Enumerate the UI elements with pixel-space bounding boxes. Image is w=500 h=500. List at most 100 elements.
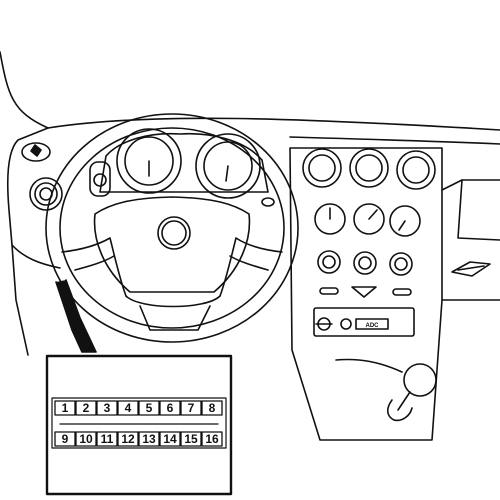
connector-pin-number: 2 xyxy=(83,401,90,415)
connector-pin-number: 6 xyxy=(167,401,174,415)
connector-pin-box xyxy=(159,431,181,447)
center-vent-3-inner xyxy=(402,156,430,184)
climate-knob-3-inner xyxy=(394,257,408,271)
console-button-left xyxy=(319,287,339,295)
left-dash-vent-knob xyxy=(30,144,42,157)
gear-shaft xyxy=(397,391,411,411)
connector-pin-box xyxy=(96,400,118,416)
cluster-small-gauge xyxy=(89,161,111,197)
left-dash-vent xyxy=(21,142,51,162)
speedometer xyxy=(116,128,182,194)
connector-pin-box xyxy=(138,431,160,447)
speedometer-dial xyxy=(124,136,174,186)
connector-pin-number: 7 xyxy=(188,401,195,415)
aux-gauge-2-needle xyxy=(368,209,378,220)
connector-outline xyxy=(51,397,227,449)
connector-pin-number: 3 xyxy=(104,401,111,415)
connector-pin-number: 9 xyxy=(62,432,69,446)
dashboard-top-edge-inner xyxy=(289,136,500,145)
dashboard-left-lower xyxy=(11,244,29,356)
connector-pin-box xyxy=(75,431,97,447)
gear-tunnel xyxy=(335,358,403,373)
tachometer xyxy=(195,133,261,199)
connector-pin-number: 10 xyxy=(79,432,93,446)
steering-hub xyxy=(93,196,251,293)
hazard-button xyxy=(351,286,377,298)
connector-pin-number: 5 xyxy=(146,401,153,415)
radio-unit xyxy=(313,307,415,337)
horn-emblem-inner xyxy=(161,220,187,246)
connector-pin-number: 4 xyxy=(125,401,132,415)
spoke-right-detail xyxy=(229,255,269,271)
center-vent-3 xyxy=(396,150,436,190)
connector-pin-number: 1 xyxy=(62,401,69,415)
connector-pin-box xyxy=(117,400,139,416)
connector-pin-number: 16 xyxy=(205,432,219,446)
center-console-frame xyxy=(289,147,443,441)
climate-knob-2 xyxy=(353,251,377,275)
connector-pin-box xyxy=(159,400,181,416)
connector-pin-box xyxy=(201,400,223,416)
climate-knob-1 xyxy=(317,250,341,274)
aux-gauge-3-needle xyxy=(398,220,406,231)
center-vent-1 xyxy=(302,148,342,188)
connector-pin-number: 13 xyxy=(142,432,156,446)
connector-pin-number: 14 xyxy=(163,432,177,446)
aux-gauge-3 xyxy=(389,205,421,237)
gear-knob xyxy=(403,363,437,397)
center-vent-2-inner xyxy=(355,154,383,182)
left-round-vent-inner xyxy=(34,182,58,206)
right-vent xyxy=(457,179,500,241)
radio-label: ADC xyxy=(366,323,380,329)
spoke-right xyxy=(219,237,283,297)
connector-pin-number: 15 xyxy=(184,432,198,446)
spoke-left xyxy=(61,237,127,297)
connector-pin-box xyxy=(201,431,223,447)
connector-pin-number: 8 xyxy=(209,401,216,415)
tachometer-dial xyxy=(203,141,253,191)
dashboard-top-edge xyxy=(47,117,500,131)
pins-bottom-row: 9 10 11 12 13 14 15 16 xyxy=(54,431,223,447)
connector-box xyxy=(45,354,233,496)
center-vent-1-inner xyxy=(308,154,336,182)
center-vent-2 xyxy=(349,148,389,188)
connector-pin-box xyxy=(54,431,76,447)
climate-knob-1-inner xyxy=(322,255,336,269)
aux-gauge-2 xyxy=(353,203,385,235)
connector-pin-box xyxy=(54,400,76,416)
cluster-right-button xyxy=(261,197,275,207)
connector-pin-box xyxy=(117,431,139,447)
left-round-vent xyxy=(29,177,63,211)
connector-pin-box xyxy=(180,400,202,416)
spoke-left-detail xyxy=(74,255,115,271)
right-dash-panel xyxy=(441,179,500,191)
radio-display xyxy=(355,318,389,330)
right-switch xyxy=(451,261,491,277)
aux-gauge-1 xyxy=(314,203,346,235)
right-switch-line xyxy=(457,265,485,271)
tachometer-needle xyxy=(225,165,229,182)
cluster-small-gauge-dial xyxy=(93,173,107,187)
horn-emblem xyxy=(157,216,191,250)
connector-pin-box xyxy=(75,400,97,416)
console-button-right xyxy=(392,288,412,296)
connector-pin-number: 12 xyxy=(121,432,135,446)
callout-pointer xyxy=(55,279,97,353)
climate-knob-3 xyxy=(389,252,413,276)
climate-knob-2-inner xyxy=(358,256,372,270)
connector-pin-box xyxy=(96,431,118,447)
spoke-bottom xyxy=(125,295,221,308)
steering-wheel-outer xyxy=(45,113,299,343)
windshield-pillar xyxy=(0,51,49,129)
connector-pin-box xyxy=(138,400,160,416)
connector-pin-number: 11 xyxy=(101,432,114,446)
dashboard-left-panel xyxy=(6,127,61,269)
steering-column xyxy=(139,305,211,331)
connector-pin-box xyxy=(180,431,202,447)
radio-button xyxy=(340,318,352,330)
gear-boot xyxy=(386,399,413,422)
steering-wheel-inner xyxy=(59,127,285,329)
